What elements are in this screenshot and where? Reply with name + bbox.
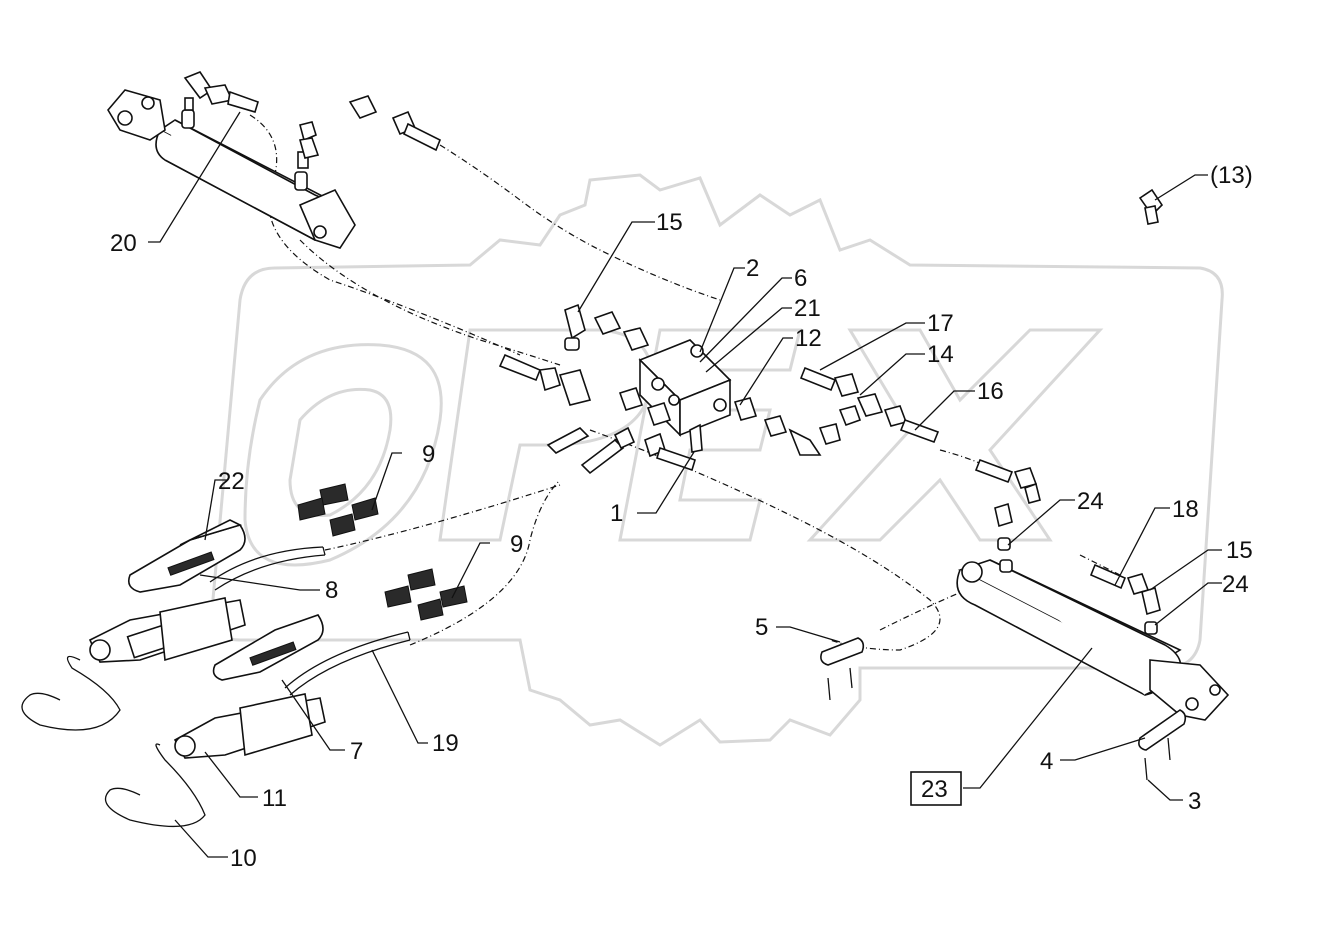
pin-4 — [1138, 709, 1187, 781]
callout-5: 5 — [755, 614, 768, 641]
watermark — [210, 173, 1224, 747]
callout-16: 16 — [977, 378, 1004, 405]
callout-2: 2 — [746, 255, 759, 282]
callout-23: 23 — [921, 776, 948, 803]
callout-22: 22 — [218, 468, 245, 495]
quick-coupler-lower — [173, 693, 326, 759]
callout-9-upper: 9 — [422, 441, 435, 468]
coupler-cover-7 — [212, 614, 324, 681]
callout-20: 20 — [110, 230, 137, 257]
cylinder-right-port-fittings — [1089, 563, 1161, 635]
callout-18: 18 — [1172, 496, 1199, 523]
callout-14: 14 — [927, 341, 954, 368]
quick-coupler-upper — [88, 597, 246, 663]
clamp-set-upper — [297, 483, 379, 537]
callout-15-right: 15 — [1226, 537, 1253, 564]
callout-8: 8 — [325, 577, 338, 604]
callout-24-right: 24 — [1222, 571, 1249, 598]
valve-fittings — [498, 303, 841, 475]
callout-labels: 20 15 2 6 21 12 17 14 16 1 9 9 22 8 7 19… — [110, 162, 1253, 872]
callout-13: (13) — [1210, 162, 1253, 189]
clamp-set-lower — [384, 568, 468, 621]
right-hose-fittings — [799, 366, 1041, 551]
fittings-upper-hose — [183, 71, 442, 159]
callout-9-lower: 9 — [510, 531, 523, 558]
callout-1: 1 — [610, 500, 623, 527]
callout-6: 6 — [794, 265, 807, 292]
coupler-cover-22 — [127, 519, 246, 593]
callout-12: 12 — [795, 325, 822, 352]
pin-5 — [820, 637, 865, 701]
callout-11: 11 — [262, 785, 287, 812]
dust-cap-lanyards — [21, 655, 206, 828]
hose-8 — [209, 546, 326, 591]
breather-13 — [1138, 188, 1164, 225]
hydraulic-cylinder-right — [956, 559, 1230, 721]
callout-24-upper: 24 — [1077, 488, 1104, 515]
callout-10: 10 — [230, 845, 257, 872]
callout-3: 3 — [1188, 788, 1201, 815]
valve-block — [638, 339, 732, 437]
callout-19: 19 — [432, 730, 459, 757]
callout-23-box — [910, 771, 962, 806]
hydraulic-cylinder-upper — [107, 89, 356, 249]
leader-lines — [148, 111, 1222, 858]
callout-21: 21 — [794, 295, 821, 322]
callout-17: 17 — [927, 310, 954, 337]
callout-7: 7 — [350, 738, 363, 765]
callout-4: 4 — [1040, 748, 1053, 775]
callout-15-top: 15 — [656, 209, 683, 236]
hose-19 — [284, 631, 411, 696]
